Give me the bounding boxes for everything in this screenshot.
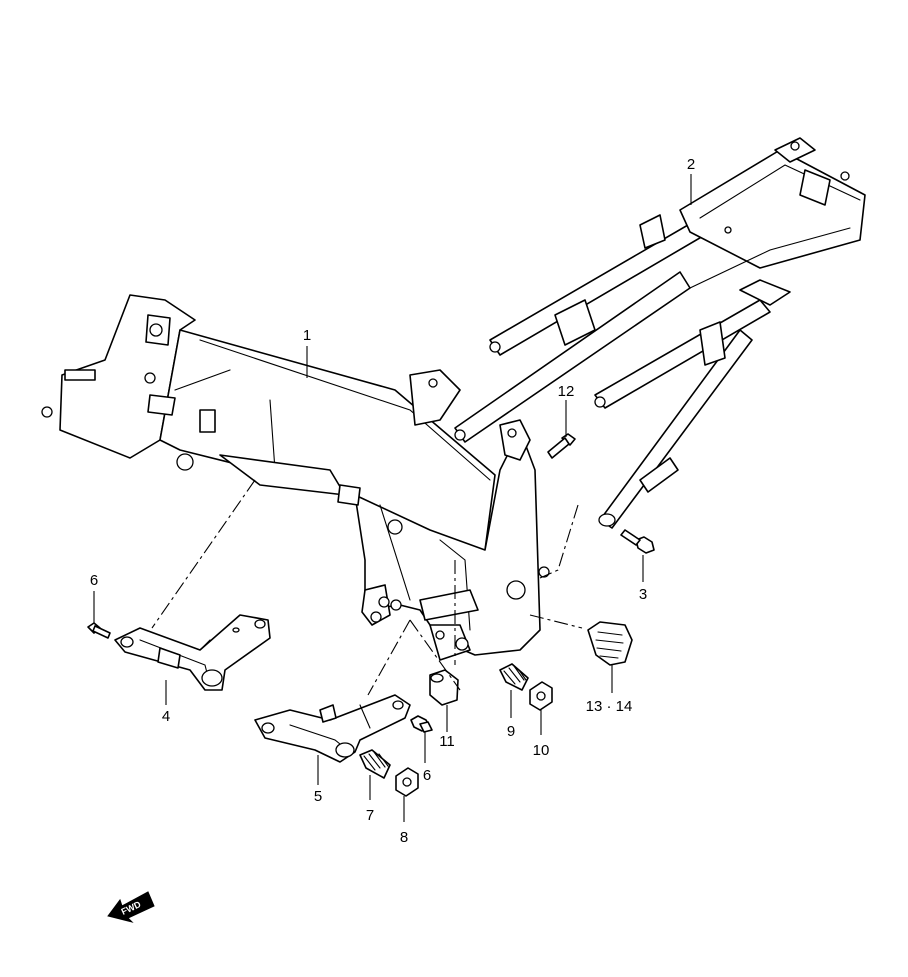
callout-1: 1 — [303, 327, 311, 344]
callout-9: 9 — [507, 723, 515, 740]
seat-rail-frame — [454, 137, 866, 529]
main-frame — [41, 294, 550, 661]
footrest-bracket-left — [114, 614, 271, 691]
callout-8: 8 — [400, 829, 408, 846]
bolt-3 — [620, 529, 655, 554]
fwd-arrow-icon — [107, 891, 155, 923]
spring-9 — [499, 663, 529, 691]
callout-5: 5 — [314, 788, 322, 805]
forward-direction-arrow: FWD — [107, 891, 155, 923]
bolt-6-right — [410, 715, 433, 733]
callout-labels: 1 2 3 4 5 6 6 7 8 9 10 11 12 13 · 14 — [90, 156, 695, 846]
bolt-12 — [547, 433, 576, 459]
bolt-6-left — [87, 622, 111, 639]
callout-6-right: 6 — [423, 767, 431, 784]
callout-7: 7 — [366, 807, 374, 824]
footrest-bracket-right — [254, 694, 411, 763]
callout-10: 10 — [533, 742, 550, 759]
callout-6-left: 6 — [90, 572, 98, 589]
assembly-center-lines — [151, 479, 583, 696]
spring-7 — [359, 749, 391, 779]
bushing-11 — [429, 669, 459, 706]
callout-4: 4 — [162, 708, 170, 725]
callout-13-14: 13 · 14 — [586, 698, 633, 715]
callout-3: 3 — [639, 586, 647, 603]
callout-11: 11 — [439, 733, 455, 750]
callout-leaders — [93, 174, 692, 822]
callout-12: 12 — [558, 383, 575, 400]
nut-8 — [395, 767, 419, 797]
callout-2: 2 — [687, 156, 695, 173]
pad-13-14 — [587, 621, 633, 666]
nut-10 — [529, 681, 553, 711]
